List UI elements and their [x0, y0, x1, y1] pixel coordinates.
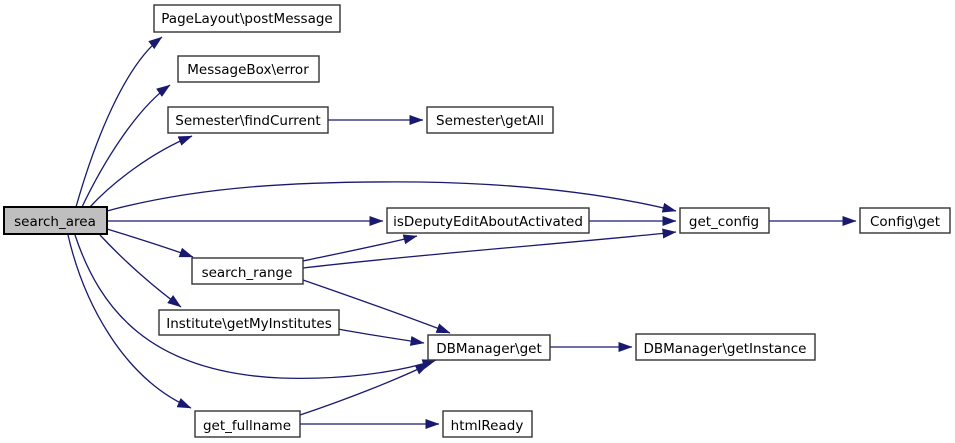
node-get_config[interactable]: get_config — [679, 207, 770, 234]
node-dbmanager_getinstance[interactable]: DBManager\getInstance — [635, 333, 816, 361]
node-semester_getall[interactable]: Semester\getAll — [426, 106, 554, 134]
node-messagebox_error-label: MessageBox\error — [187, 62, 309, 78]
node-get_fullname[interactable]: get_fullname — [194, 410, 301, 438]
edge-search_area-to-dbmanager_get — [74, 234, 437, 379]
edge-institute_getmyinstitutes-to-dbmanager_get — [337, 328, 425, 346]
edge-search_area-to-messagebox_error — [81, 84, 171, 208]
node-pagelayout_postmessage[interactable]: PageLayout\postMessage — [153, 4, 341, 33]
node-search_range[interactable]: search_range — [191, 257, 304, 285]
node-isdeputyeditaboutactivated[interactable]: isDeputyEditAboutActivated — [386, 207, 590, 234]
node-get_fullname-label: get_fullname — [203, 418, 291, 434]
node-htmlready[interactable]: htmlReady — [442, 410, 533, 438]
node-messagebox_error[interactable]: MessageBox\error — [177, 55, 320, 83]
node-htmlready-label: htmlReady — [451, 418, 524, 434]
node-pagelayout_postmessage-label: PageLayout\postMessage — [161, 11, 332, 27]
node-dbmanager_get-label: DBManager\get — [436, 341, 542, 357]
node-get_config-label: get_config — [689, 214, 759, 230]
edge-group — [67, 36, 857, 429]
edge-get_fullname-to-dbmanager_get — [299, 363, 430, 416]
edge-search_area-to-get_fullname — [67, 234, 192, 409]
node-dbmanager_get[interactable]: DBManager\get — [427, 334, 551, 361]
edge-search_area-to-search_range — [106, 228, 194, 258]
node-config_get[interactable]: Config\get — [859, 207, 951, 234]
node-dbmanager_getinstance-label: DBManager\getInstance — [644, 341, 807, 357]
edge-search_area-to-semester_findcurrent — [89, 135, 193, 208]
edge-search_range-to-isdeputyeditaboutactivated — [302, 234, 418, 262]
node-config_get-label: Config\get — [870, 214, 940, 230]
node-search_area[interactable]: search_area — [3, 206, 108, 235]
edge-search_area-to-get_config — [106, 181, 677, 213]
node-semester_getall-label: Semester\getAll — [436, 113, 544, 129]
node-search_area-label: search_area — [14, 214, 96, 230]
node-institute_getmyinstitutes[interactable]: Institute\getMyInstitutes — [158, 309, 340, 336]
edge-search_range-to-get_config — [302, 228, 677, 269]
edge-search_range-to-dbmanager_get — [302, 279, 451, 334]
node-semester_findcurrent-label: Semester\findCurrent — [175, 113, 320, 129]
node-search_range-label: search_range — [202, 265, 293, 281]
edge-search_area-to-pagelayout_postmessage — [75, 36, 163, 208]
node-isdeputyeditaboutactivated-label: isDeputyEditAboutActivated — [393, 214, 583, 230]
edge-search_area-to-institute_getmyinstitutes — [99, 234, 182, 308]
node-semester_findcurrent[interactable]: Semester\findCurrent — [167, 106, 329, 134]
node-institute_getmyinstitutes-label: Institute\getMyInstitutes — [166, 316, 332, 332]
